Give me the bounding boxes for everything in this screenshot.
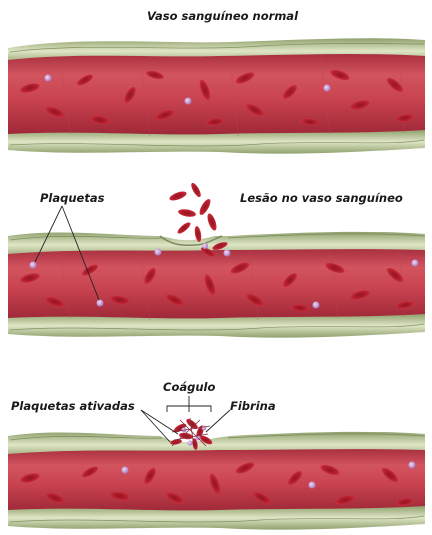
label-fibrin: Fibrina — [230, 399, 276, 413]
label-platelets: Plaquetas — [40, 191, 104, 205]
label-injury: Lesão no vaso sanguíneo — [240, 191, 403, 205]
label-activated-platelets: Plaquetas ativadas — [11, 399, 135, 413]
vessel-clot — [8, 396, 425, 530]
vessel-lumen — [8, 54, 425, 138]
vessel-lumen — [8, 249, 425, 322]
label-normal-vessel: Vaso sanguíneo normal — [147, 9, 298, 23]
label-clot: Coágulo — [163, 380, 215, 394]
vessel-normal — [8, 38, 425, 153]
